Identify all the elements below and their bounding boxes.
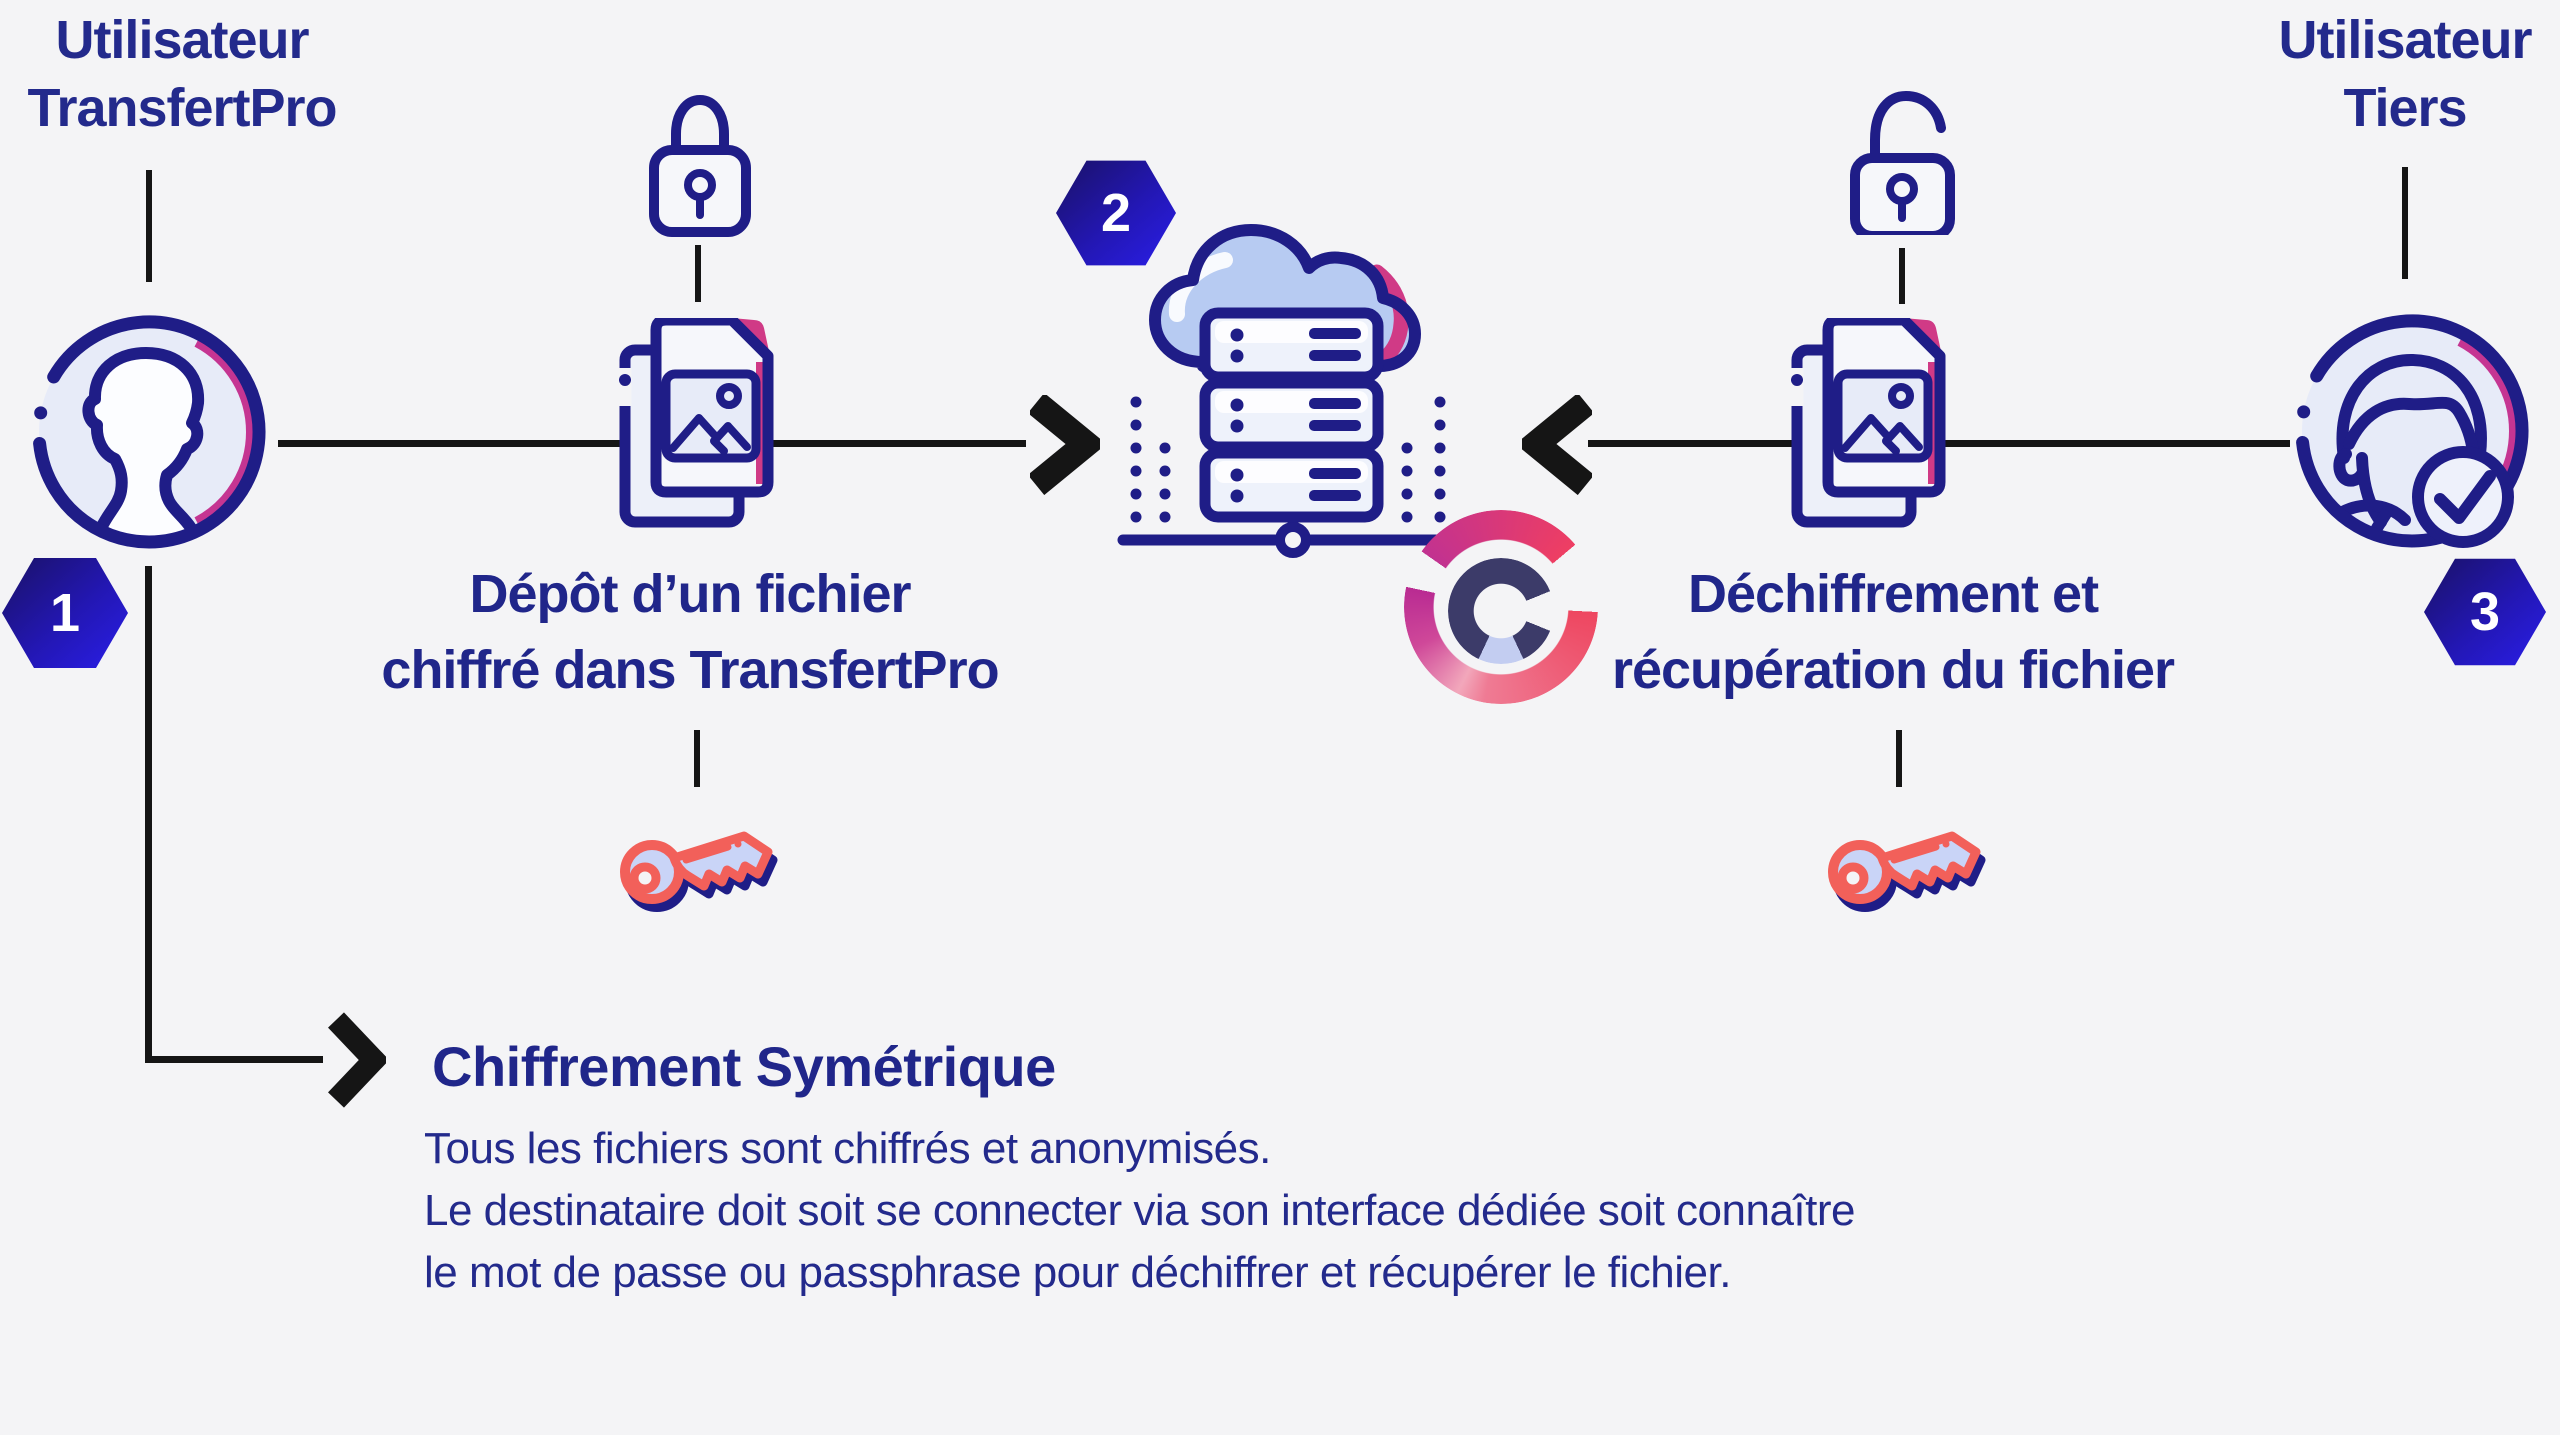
cloud-server-icon bbox=[1117, 224, 1463, 558]
sender-title: Utilisateur TransfertPro bbox=[1, 6, 363, 142]
server-rack bbox=[1199, 307, 1384, 523]
hexagon-shape bbox=[1056, 160, 1176, 266]
sender-title-line1: Utilisateur bbox=[55, 10, 309, 70]
step-number: 1 bbox=[49, 583, 81, 643]
retrieval-label-line2: récupération du fichier bbox=[1611, 640, 2175, 700]
sender-title-line2: TransfertPro bbox=[27, 78, 337, 138]
step-hexagon-badge: 1 bbox=[2, 556, 128, 670]
deposit-label: Dépôt d’un fichier chiffré dans Transfer… bbox=[342, 556, 1038, 708]
connector-line bbox=[1896, 730, 1902, 787]
sync-spinner-inner-ring bbox=[1448, 558, 1554, 664]
step-number: 3 bbox=[2469, 582, 2501, 642]
note-body-line1: Tous les fichiers sont chiffrés et anony… bbox=[424, 1124, 1271, 1173]
step-hexagon-badge: 3 bbox=[2424, 556, 2546, 668]
note-body-line2: Le destinataire doit soit se connecter v… bbox=[424, 1186, 1856, 1235]
connector-line bbox=[146, 170, 152, 282]
note-body: Tous les fichiers sont chiffrés et anony… bbox=[424, 1118, 1856, 1304]
connector-line bbox=[694, 730, 700, 787]
chevron-left-icon bbox=[1522, 395, 1592, 495]
recipient-title-line1: Utilisateur bbox=[2278, 10, 2532, 70]
deposit-label-line1: Dépôt d’un fichier bbox=[469, 564, 912, 624]
connector-line bbox=[695, 245, 701, 302]
note-heading: Chiffrement Symétrique bbox=[432, 1035, 1056, 1098]
connector-line bbox=[2402, 167, 2408, 279]
deposit-label-line2: chiffré dans TransfertPro bbox=[381, 640, 999, 700]
retrieval-label: Déchiffrement et récupération du fichier bbox=[1545, 556, 2241, 708]
network-dots bbox=[1130, 396, 1446, 523]
recipient-title-line2: Tiers bbox=[2343, 78, 2467, 138]
chevron-right-icon bbox=[1030, 395, 1100, 495]
step-number: 2 bbox=[1100, 183, 1132, 243]
connector-line bbox=[145, 1056, 323, 1063]
hexagon-shape bbox=[2424, 558, 2546, 666]
user-avatar-icon bbox=[33, 315, 266, 549]
key-icon bbox=[620, 831, 778, 912]
chevron-right-icon bbox=[328, 1012, 386, 1108]
step-hexagon-badge: 2 bbox=[1056, 158, 1176, 268]
locked-padlock-icon bbox=[649, 94, 751, 237]
connector-line bbox=[145, 566, 152, 1060]
connector-line bbox=[1899, 248, 1905, 304]
note-body-line3: le mot de passe ou passphrase pour déchi… bbox=[424, 1248, 1731, 1297]
retrieval-label-line1: Déchiffrement et bbox=[1687, 564, 2099, 624]
unlocked-padlock-icon bbox=[1850, 90, 1955, 235]
user-verified-avatar-icon bbox=[2296, 314, 2529, 548]
image-file-icon bbox=[1790, 318, 1946, 528]
recipient-title: Utilisateur Tiers bbox=[2224, 6, 2560, 142]
hexagon-shape bbox=[2, 558, 128, 668]
checkmark-icon bbox=[2412, 446, 2514, 548]
key-icon bbox=[1828, 831, 1986, 912]
image-file-icon bbox=[618, 318, 774, 528]
